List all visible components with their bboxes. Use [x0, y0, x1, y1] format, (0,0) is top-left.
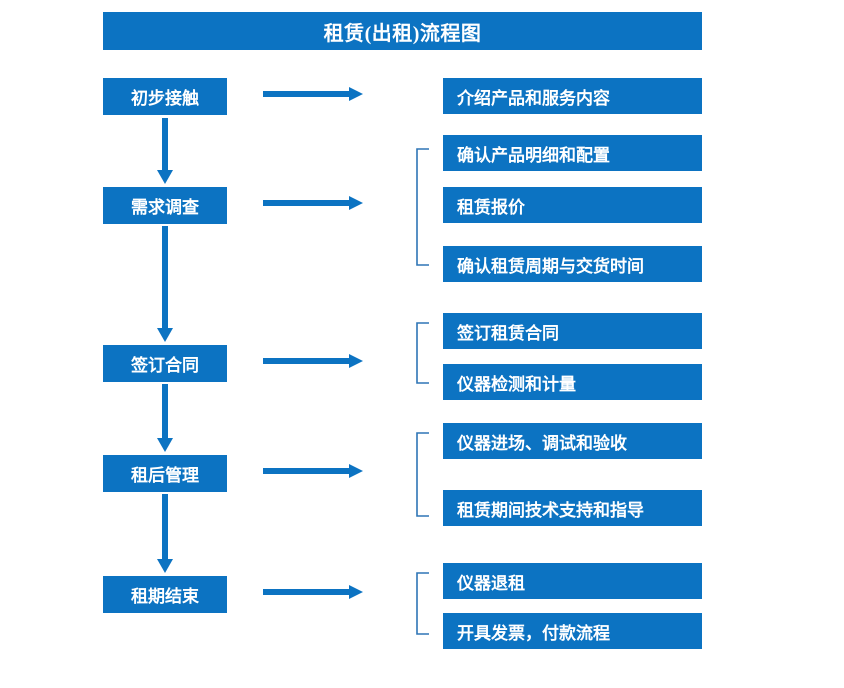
detail-box-invoice-payment[interactable]: 开具发票，付款流程 — [443, 613, 702, 649]
stage-box-initial-contact[interactable]: 初步接触 — [103, 78, 227, 115]
arrow-right-icon-2 — [263, 194, 363, 212]
detail-label: 仪器退租 — [457, 573, 525, 593]
arrow-right-icon-3 — [263, 352, 363, 370]
detail-box-instrument-return[interactable]: 仪器退租 — [443, 563, 702, 599]
brace-icon-post-rental — [416, 432, 429, 517]
detail-label: 确认产品明细和配置 — [457, 145, 610, 165]
stage-box-demand-survey[interactable]: 需求调查 — [103, 187, 227, 224]
stage-label: 租期结束 — [131, 587, 199, 606]
brace-icon-rental-end — [416, 572, 429, 635]
stage-box-post-rental-management[interactable]: 租后管理 — [103, 455, 227, 492]
arrow-right-icon-5 — [263, 583, 363, 601]
page-title: 租赁(出租)流程图 — [323, 22, 482, 45]
arrow-down-icon-1 — [155, 118, 175, 184]
brace-icon-sign-contract — [416, 322, 429, 384]
stage-label: 初步接触 — [131, 89, 199, 108]
detail-box-instrument-entry-commissioning[interactable]: 仪器进场、调试和验收 — [443, 423, 702, 459]
detail-box-confirm-product-details[interactable]: 确认产品明细和配置 — [443, 135, 702, 171]
detail-label: 仪器进场、调试和验收 — [457, 433, 627, 453]
detail-label: 签订租赁合同 — [457, 323, 559, 343]
detail-box-introduce-products[interactable]: 介绍产品和服务内容 — [443, 78, 702, 114]
detail-label: 租赁期间技术支持和指导 — [457, 500, 644, 520]
stage-box-rental-end[interactable]: 租期结束 — [103, 576, 227, 613]
stage-label: 签订合同 — [131, 356, 199, 375]
stage-label: 租后管理 — [131, 466, 199, 485]
detail-label: 开具发票，付款流程 — [457, 623, 610, 643]
arrow-right-icon-4 — [263, 462, 363, 480]
stage-box-sign-contract[interactable]: 签订合同 — [103, 345, 227, 382]
diagram-title-bar: 租赁(出租)流程图 — [103, 12, 702, 50]
detail-box-confirm-rental-period[interactable]: 确认租赁周期与交货时间 — [443, 246, 702, 282]
arrow-down-icon-2 — [155, 226, 175, 342]
detail-label: 仪器检测和计量 — [457, 374, 576, 394]
arrow-down-icon-4 — [155, 494, 175, 573]
detail-label: 介绍产品和服务内容 — [457, 88, 610, 108]
arrow-right-icon-1 — [263, 85, 363, 103]
detail-label: 确认租赁周期与交货时间 — [457, 256, 644, 276]
brace-icon-demand-survey — [416, 148, 429, 266]
stage-label: 需求调查 — [131, 198, 199, 217]
detail-box-sign-rental-contract[interactable]: 签订租赁合同 — [443, 313, 702, 349]
arrow-down-icon-3 — [155, 384, 175, 452]
detail-box-instrument-inspection[interactable]: 仪器检测和计量 — [443, 364, 702, 400]
detail-box-technical-support[interactable]: 租赁期间技术支持和指导 — [443, 490, 702, 526]
detail-label: 租赁报价 — [457, 197, 525, 217]
detail-box-rental-quotation[interactable]: 租赁报价 — [443, 187, 702, 223]
